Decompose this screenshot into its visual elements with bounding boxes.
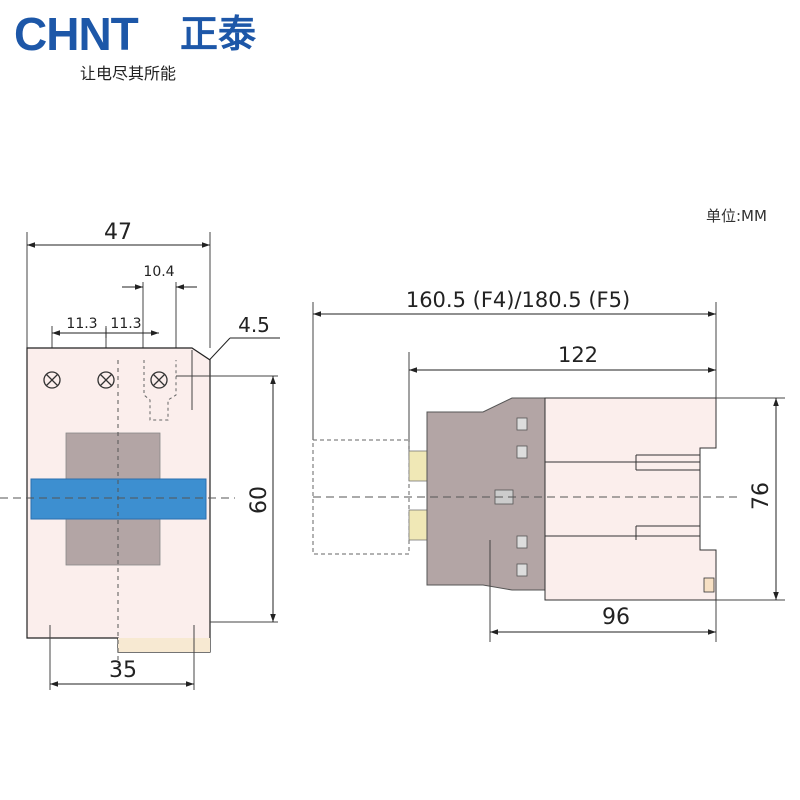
- chnt-logo: CHNT 正泰 让电尽其所能: [14, 6, 294, 86]
- dim-overall-length: 160.5 (F4)/180.5 (F5): [406, 288, 630, 312]
- side-body-middle: [544, 461, 701, 537]
- unit-label: 单位:MM: [706, 207, 767, 225]
- dim-pitch-2: 11.3: [110, 316, 141, 332]
- hidden-terminal-outline: [143, 360, 177, 421]
- housing-slot: [516, 417, 528, 431]
- dim-body-length: 122: [558, 343, 598, 367]
- dim-pitch-1: 11.3: [66, 316, 97, 332]
- front-view: 47 10.4 11.3 11.3 4.5: [0, 220, 280, 690]
- dim-side-height: 76: [749, 482, 774, 510]
- logo-text-cn: 正泰: [180, 12, 257, 56]
- logo-tagline: 让电尽其所能: [80, 64, 177, 83]
- connector-stud-lower: [408, 509, 428, 541]
- terminal-screw: [43, 371, 61, 389]
- dim-terminal-offset: 10.4: [143, 264, 174, 280]
- dim-front-width: 47: [104, 220, 132, 245]
- side-body-upper: [544, 397, 717, 463]
- side-body-lower: [544, 535, 717, 601]
- logo-text-en: CHNT: [14, 8, 139, 60]
- side-view: 160.5 (F4)/180.5 (F5) 122 76: [312, 288, 785, 642]
- dim-edge-offset: 4.5: [238, 313, 270, 337]
- connector-stud-upper: [408, 450, 428, 482]
- terminal-screw: [97, 371, 115, 389]
- dim-base-length: 96: [602, 605, 630, 630]
- dim-front-height: 60: [247, 486, 272, 514]
- terminal-screw: [150, 371, 168, 389]
- rail-clip: [703, 577, 715, 593]
- housing-slot: [516, 563, 528, 577]
- housing-slot: [516, 535, 528, 549]
- dim-rail-width: 35: [109, 658, 137, 683]
- housing-slot: [516, 445, 528, 459]
- front-rail-foot: [118, 638, 210, 652]
